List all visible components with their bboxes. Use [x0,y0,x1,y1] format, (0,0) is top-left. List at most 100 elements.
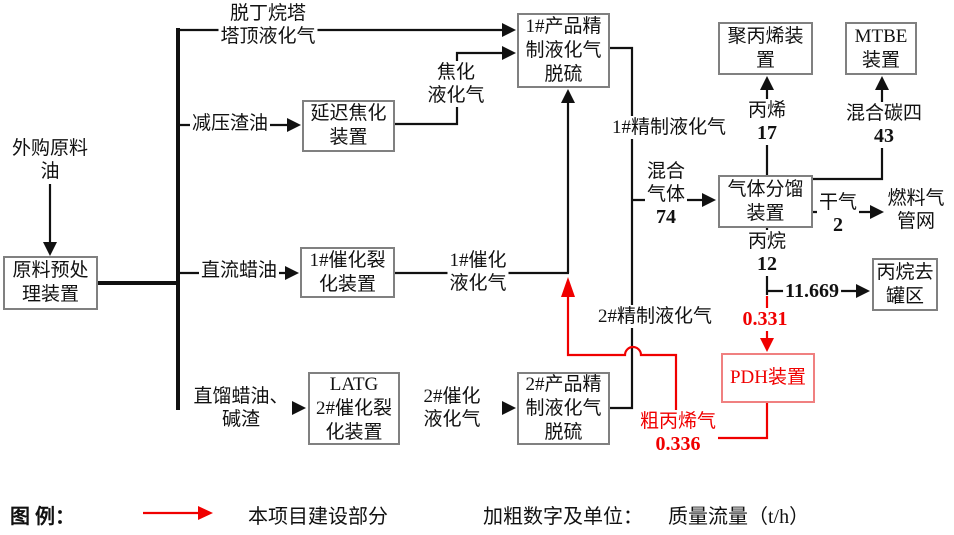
legend-bold-note-value: 质量流量（t/h） [668,506,810,528]
label-fuel-gas-network: 燃料气 管网 [887,187,944,233]
flow-value: 0.336 [637,433,719,456]
label-text: 丙烷 [745,230,789,253]
node-text: 置 [755,49,775,71]
node-text: 罐区 [885,285,924,307]
label-straight-run-wax-oil: 直流蜡油 [198,259,280,282]
label-vacuum-residue: 减压渣油 [189,112,271,135]
flow-value: 74 [644,206,688,229]
label-text: 2#催化 [421,385,483,408]
label-text: 1#精制液化气 [609,116,729,139]
flow-value: 43 [843,125,925,148]
arrowhead-into-pretreat [43,242,57,256]
label-fcc1-lpg: 1#催化 液化气 [447,249,509,295]
arrowhead-into-refine1-bottom [561,89,575,103]
label-text: 燃料气 [887,188,945,209]
node-text: 化装置 [325,421,383,443]
arrowhead-into-refine2 [502,401,516,415]
node-text: 延迟焦化 [310,103,387,124]
label-text: 直馏蜡油、 [191,385,291,408]
node-text: 丙烷去 [876,261,934,283]
label-text: 油 [40,161,60,182]
node-text: 脱硫 [544,421,583,443]
label-text: 1#催化 [447,249,509,272]
flow-value: 11.669 [783,280,841,303]
label-text: 干气 [816,191,860,214]
label-dry-gas-flow: 干气 2 [816,191,860,237]
legend-arrowhead [198,506,213,520]
flow-value: 17 [745,122,789,145]
node-text: 装置 [861,49,900,71]
legend-title: 图 例： [10,506,75,528]
label-fcc2-lpg: 2#催化 液化气 [421,385,483,431]
label-text: 混合 [644,160,688,183]
node-text: 聚丙烯装 [727,25,804,47]
arrowhead-into-tank [856,284,870,298]
arrowhead-into-coker [287,118,301,132]
node-text: 脱硫 [544,63,583,85]
label-text: 管网 [896,211,936,232]
label-crude-propylene-flow: 粗丙烯气 0.336 [637,410,719,456]
line-refined-lpg-header [610,46,634,410]
node-text: 原料预处 [12,260,89,281]
label-distillate-wax-caustic: 直馏蜡油、 碱渣 [191,385,291,431]
node-text: 制液化气 [525,397,602,419]
flow-value: 2 [816,214,860,237]
line-crude-propylene-return [566,297,769,440]
node-gas-fractionation-unit: 气体分馏 装置 [718,175,813,228]
label-text: 直流蜡油 [198,259,280,282]
node-text: PDH装置 [729,367,806,388]
node-polypropylene-unit: 聚丙烯装 置 [718,22,813,75]
label-text: 碱渣 [191,408,291,431]
node-delayed-coker-unit: 延迟焦化 装置 [302,100,395,152]
arrowhead-into-gasfrac [702,193,716,207]
node-mtbe-unit: MTBE 装置 [845,22,917,75]
label-propane-to-tank-flow: 11.669 [783,280,841,303]
label-purchased-feed-oil: 外购原料 油 [12,137,88,183]
node-text: LATG [329,373,379,395]
node-text: 化装置 [318,273,376,295]
node-fcc1-unit: 1#催化裂 化装置 [300,247,395,298]
black-arrowheads [43,23,889,415]
arrowhead-into-pdh [760,338,774,352]
node-propane-tank-area: 丙烷去 罐区 [872,258,938,311]
node-latg-fcc2-unit: LATG 2#催化裂 化装置 [308,372,400,445]
label-text: 塔顶液化气 [218,25,318,48]
label-refined-lpg-2: 2#精制液化气 [595,305,715,328]
label-text: 粗丙烯气 [637,410,719,433]
arrowhead-dry-gas [870,205,884,219]
node-text: 制液化气 [525,39,602,61]
node-text: 装置 [329,127,368,148]
label-text: 气体 [644,183,688,206]
node-text: 2#产品精 [525,373,602,395]
red-arrowheads [198,277,774,520]
label-text: 脱丁烷塔 [229,3,307,24]
legend-arrow-label: 本项目建设部分 [248,506,388,528]
label-text: 2#精制液化气 [595,305,715,328]
node-refined-lpg-desulfur-1: 1#产品精 制液化气 脱硫 [517,13,610,88]
flow-value: 0.331 [740,308,790,331]
label-text: 液化气 [425,84,487,107]
node-text: 装置 [746,202,785,224]
label-pdh-feed-flow: 0.331 [740,308,790,331]
label-text: 减压渣油 [189,112,271,135]
node-pretreatment-unit: 原料预处 理装置 [3,256,98,310]
arrowhead-into-pp [760,76,774,90]
node-text: MTBE [854,25,908,47]
node-text: 气体分馏 [727,178,804,200]
label-text: 丙烯 [745,99,789,122]
arrowhead-into-fcc1 [285,266,299,280]
arrowhead-coker-lpg [502,46,516,60]
label-coker-lpg: 焦化 液化气 [425,61,487,107]
flow-value: 12 [745,253,789,276]
label-text: 液化气 [447,272,509,295]
label-mixed-gas-flow: 混合 气体 74 [644,160,688,229]
label-propane-flow: 丙烷 12 [745,230,789,276]
node-text: 1#产品精 [525,15,602,37]
node-text: 1#催化裂 [309,249,386,271]
legend-bold-note-label: 加粗数字及单位： [483,506,643,528]
label-text: 液化气 [421,408,483,431]
label-debutanizer-overhead-lpg: 脱丁烷塔 塔顶液化气 [218,2,318,48]
arrowhead-into-mtbe [875,76,889,90]
